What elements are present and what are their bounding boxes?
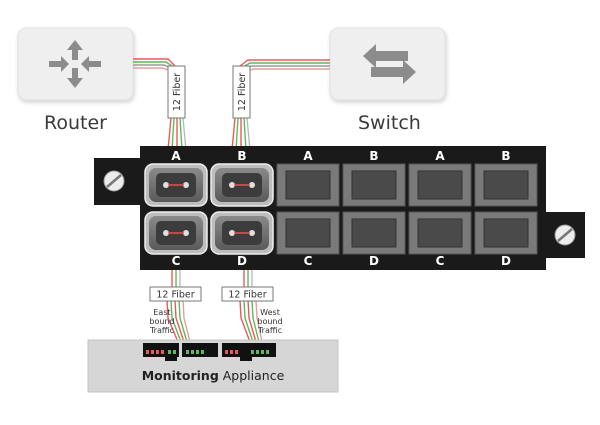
east-fiber-label: 12 Fiber bbox=[156, 290, 194, 301]
appliance-label-bold: Monitoring bbox=[141, 368, 219, 383]
switch-label: Switch bbox=[358, 112, 421, 134]
west-fiber-label: 12 Fiber bbox=[228, 290, 266, 301]
port-letter-top-2: B bbox=[237, 149, 246, 163]
router-icon bbox=[49, 40, 101, 88]
appliance-connector-mid bbox=[182, 343, 218, 357]
switch-fiber-box: 12 Fiber bbox=[232, 65, 251, 119]
port-bottom-3 bbox=[276, 211, 340, 255]
switch-fiber-label: 12 Fiber bbox=[237, 73, 248, 111]
port-letter-top-4: B bbox=[369, 149, 378, 163]
appliance-connector-right bbox=[222, 343, 276, 361]
port-bottom-5 bbox=[408, 211, 472, 255]
port-bottom-2 bbox=[210, 211, 274, 255]
monitoring-appliance-label: Monitoring Appliance bbox=[88, 368, 338, 383]
port-top-2 bbox=[210, 163, 274, 207]
router-fiber-box: 12 Fiber bbox=[167, 65, 186, 119]
port-letter-bottom-6: D bbox=[501, 254, 511, 268]
port-letter-bottom-3: C bbox=[304, 254, 313, 268]
port-letter-bottom-4: D bbox=[369, 254, 379, 268]
monitoring-appliance bbox=[87, 339, 339, 393]
west-fiber-box: 12 Fiber bbox=[221, 286, 274, 302]
port-letter-top-3: A bbox=[303, 149, 313, 163]
svg-text:bound: bound bbox=[149, 317, 174, 326]
port-letter-bottom-5: C bbox=[436, 254, 445, 268]
port-letter-bottom-1: C bbox=[172, 254, 181, 268]
switch-device bbox=[329, 27, 446, 101]
port-top-3 bbox=[276, 163, 340, 207]
svg-text:Traffic: Traffic bbox=[149, 326, 174, 335]
port-letter-top-6: B bbox=[501, 149, 510, 163]
router-fiber-label: 12 Fiber bbox=[172, 73, 183, 111]
appliance-label-normal: Appliance bbox=[218, 368, 285, 383]
svg-text:West: West bbox=[260, 308, 280, 317]
port-letter-bottom-2: D bbox=[237, 254, 247, 268]
east-fiber-box: 12 Fiber bbox=[149, 286, 202, 302]
port-letter-top-5: A bbox=[435, 149, 445, 163]
switch-icon bbox=[363, 44, 416, 84]
port-bottom-6 bbox=[474, 211, 538, 255]
router-label: Router bbox=[44, 112, 107, 134]
east-fiber-cable bbox=[166, 270, 191, 343]
router-device bbox=[17, 27, 134, 101]
patch-panel: A B A B A B C D C D C D bbox=[94, 146, 585, 270]
right-mount-screw bbox=[554, 224, 576, 246]
port-array bbox=[144, 163, 538, 255]
svg-text:bound: bound bbox=[257, 317, 282, 326]
port-letter-top-1: A bbox=[171, 149, 181, 163]
left-mount-screw bbox=[103, 170, 125, 192]
port-top-1 bbox=[144, 163, 208, 207]
port-top-4 bbox=[342, 163, 406, 207]
west-traffic-label: West bound Traffic bbox=[257, 308, 283, 335]
port-bottom-4 bbox=[342, 211, 406, 255]
appliance-connector-left bbox=[143, 343, 179, 361]
port-bottom-1 bbox=[144, 211, 208, 255]
port-top-5 bbox=[408, 163, 472, 207]
port-top-6 bbox=[474, 163, 538, 207]
west-fiber-cable bbox=[239, 270, 263, 343]
svg-text:East: East bbox=[153, 308, 170, 317]
east-traffic-label: East bound Traffic bbox=[149, 308, 175, 335]
svg-text:Traffic: Traffic bbox=[257, 326, 282, 335]
